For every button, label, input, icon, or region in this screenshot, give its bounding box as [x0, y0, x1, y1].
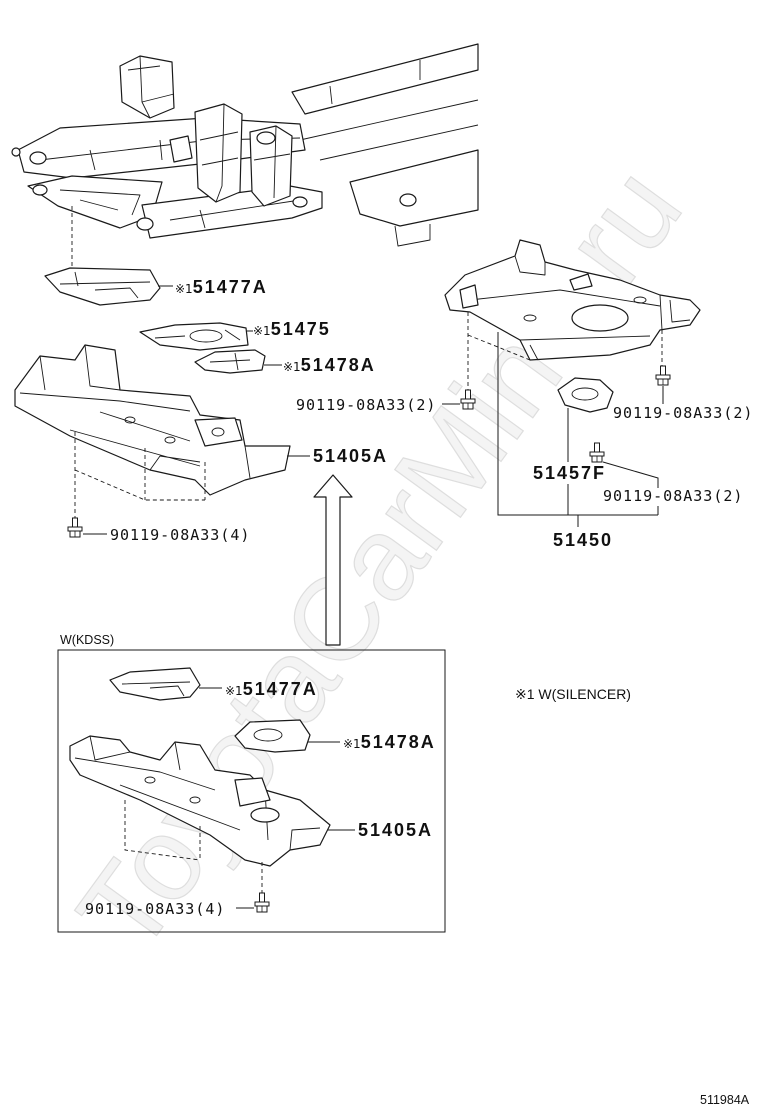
lower-arm-details	[59, 189, 141, 216]
mount-hole	[633, 296, 647, 304]
mount-hole	[523, 314, 537, 322]
note-mark: ※1	[283, 360, 301, 374]
footnote: ※1 W(SILENCER)	[515, 686, 631, 702]
label-inset-bolt: 90119-08A33(4)	[85, 900, 225, 918]
inset-skid-plate-51405A-details	[74, 735, 321, 851]
bolt-icon	[254, 892, 270, 913]
inset-skid-plate-opening	[250, 807, 280, 823]
bolt-icon	[589, 442, 605, 463]
figure-id: 511984A	[700, 1093, 750, 1107]
note-mark: ※1	[225, 684, 243, 698]
tow-hook	[11, 147, 21, 157]
spring-tower-center-details	[199, 103, 239, 203]
bushing-rear-right	[292, 196, 308, 208]
cover-51475	[139, 322, 249, 351]
cover-51457F-outline	[557, 377, 614, 413]
spring-tower-right-details	[253, 125, 291, 199]
spring-tower-left-details	[127, 55, 175, 119]
mount-hole	[211, 427, 225, 437]
frame-inner-edges	[299, 60, 479, 247]
skid-plate-51450-tab	[569, 273, 593, 291]
skid-plate-51450-tab	[459, 284, 479, 309]
label-bolt-main: 90119-08A33(4)	[110, 526, 250, 544]
skid-plate-51450-opening	[571, 304, 629, 332]
bushing-rear-left	[136, 217, 154, 231]
engine-mount	[169, 135, 193, 163]
part-code: 51477A	[193, 277, 268, 297]
bushing-tower-right	[256, 131, 276, 145]
bolt-icon	[67, 517, 83, 538]
inset-cover-51478A	[234, 719, 311, 753]
cover-51457F-hole	[571, 387, 599, 401]
cover-51475-outline	[139, 322, 249, 351]
inset-cover-51478A-hole	[253, 728, 283, 742]
part-code: 51478A	[301, 355, 376, 375]
part-code: 51478A	[361, 732, 436, 752]
mount-hole	[164, 436, 176, 444]
rear-crossbar-details	[169, 199, 301, 229]
label-51475: ※151475	[253, 319, 331, 339]
spring-tower-center	[194, 103, 243, 203]
cover-51478A-details	[209, 352, 251, 371]
cover-51478A	[194, 349, 266, 374]
label-inset-51477A: ※151477A	[225, 679, 318, 699]
bushing-front-upper	[29, 151, 47, 165]
label-51477A: ※151477A	[175, 277, 268, 297]
note-mark: ※1	[343, 737, 361, 751]
cover-51477A-outline	[44, 267, 161, 306]
inset-frame	[57, 649, 446, 933]
label-bolt-lower: 90119-08A33(2)	[603, 487, 743, 505]
label-51405A: 51405A	[313, 446, 388, 466]
label-51450: 51450	[553, 530, 613, 550]
mount-hole	[189, 796, 201, 804]
arrow-up-icon	[313, 474, 353, 646]
note-mark: ※1	[175, 282, 193, 296]
dashed-plate-to-bolts	[467, 312, 663, 390]
label-inset-51405A: 51405A	[358, 820, 433, 840]
cover-51478A-outline	[194, 349, 266, 374]
label-51457F: 51457F	[533, 463, 606, 483]
inset-cover-51477A-outline	[109, 667, 201, 701]
cover-51477A-details	[59, 271, 151, 299]
part-code: 51475	[271, 319, 331, 339]
watermark: ToyotaCarMine.ru	[53, 144, 707, 975]
bolt-icon	[655, 365, 671, 386]
skid-plate-51405A-details	[19, 344, 251, 479]
inset-title: W(KDSS)	[60, 633, 114, 647]
cover-51475-hole	[189, 329, 223, 343]
spring-tower-left	[119, 55, 175, 119]
inset-cover-51478A-outline	[234, 719, 311, 753]
label-bolt-upper-right: 90119-08A33(2)	[613, 404, 753, 422]
label-inset-51478A: ※151478A	[343, 732, 436, 752]
leader-bolt-lower	[602, 461, 659, 515]
inset-cover-51477A-details	[121, 681, 191, 697]
bushing-front-lower	[32, 184, 48, 196]
skid-plate-51405A	[14, 344, 291, 496]
note-mark: ※1	[253, 324, 271, 338]
inset-cover-51477A	[109, 667, 201, 701]
inset-dashed-plate-to-bolt	[124, 800, 263, 894]
inset-skid-plate-bracket	[234, 777, 271, 807]
bushing-frame-rail	[399, 193, 417, 207]
skid-plate-51450-details	[469, 255, 691, 361]
frame-rail-lower	[349, 149, 479, 227]
cover-51475-details	[154, 329, 241, 341]
chassis-frame	[11, 43, 479, 247]
skid-plate-51405A-bracket	[194, 417, 243, 447]
part-code: 51477A	[243, 679, 318, 699]
mount-hole	[124, 416, 136, 424]
assembly-bracket	[497, 332, 658, 527]
cover-51457F	[557, 377, 614, 413]
skid-plate-51450	[444, 239, 701, 361]
dashed-plate-to-bolt	[74, 432, 206, 520]
mount-hole	[144, 776, 156, 784]
label-bolt-upper-left: 90119-08A33(2)	[296, 396, 436, 414]
cover-51477A	[44, 267, 161, 306]
inset-skid-plate-51405A	[69, 735, 331, 867]
skid-plate-51450-outline	[444, 239, 701, 361]
label-51478A: ※151478A	[283, 355, 376, 375]
frame-rail-upper	[291, 43, 479, 115]
